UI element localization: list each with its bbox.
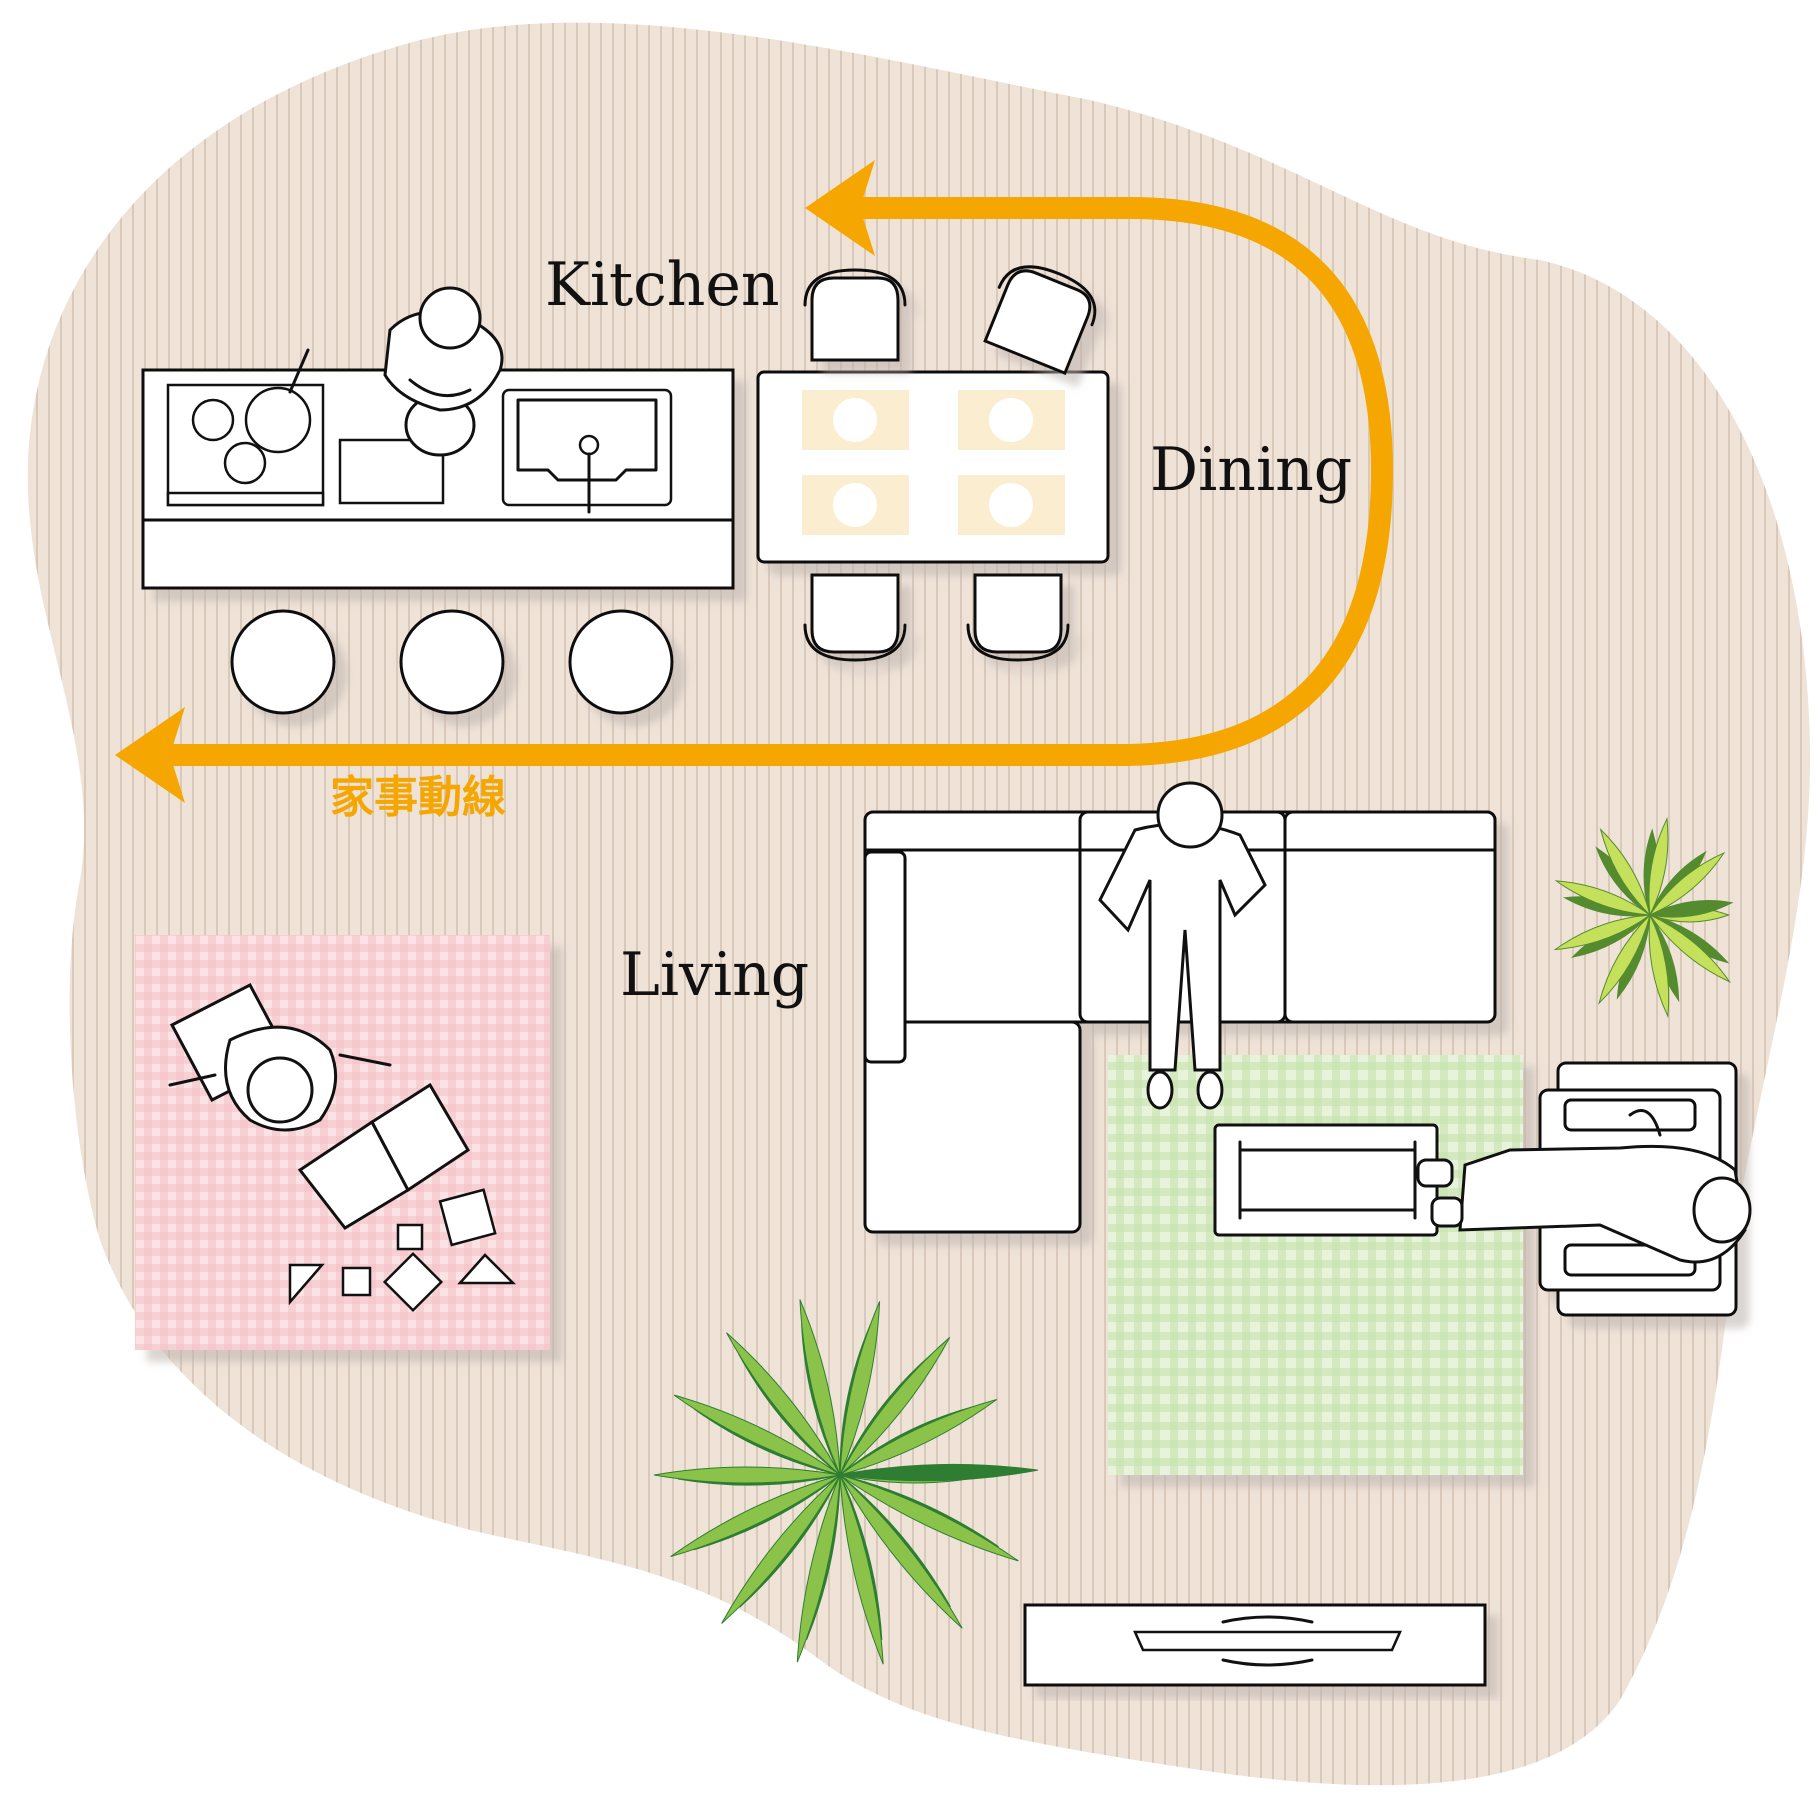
leaf — [1648, 817, 1669, 917]
leaf — [839, 1301, 881, 1476]
leaf — [839, 1399, 998, 1476]
chair — [966, 573, 1070, 662]
chair — [803, 573, 907, 662]
leaf — [721, 1474, 841, 1624]
plate — [989, 483, 1033, 527]
leaf — [653, 1466, 841, 1484]
route-arrowhead — [805, 160, 875, 256]
leaf — [839, 1337, 951, 1476]
living-label: Living — [620, 940, 809, 1010]
chair — [983, 265, 1097, 376]
housework-route — [115, 160, 1394, 803]
child-figure — [168, 982, 392, 1132]
leaf — [839, 1474, 963, 1629]
large-plant — [653, 1299, 1039, 1665]
leaf — [799, 1299, 841, 1476]
kitchen-label: Kitchen — [545, 250, 780, 320]
leaf — [1648, 900, 1734, 918]
place-settings — [802, 390, 1065, 535]
leaf — [1553, 914, 1652, 951]
stove — [166, 348, 325, 507]
leaf — [1598, 913, 1651, 1005]
leaf — [796, 1474, 841, 1663]
route-label: 家事動線 — [330, 772, 506, 823]
picture-book — [297, 1082, 471, 1230]
leaf — [726, 1332, 841, 1476]
small-plant — [1553, 817, 1734, 1019]
dining-chairs — [803, 265, 1097, 662]
leaf — [1648, 913, 1732, 984]
stool — [568, 609, 674, 715]
cook-figure — [383, 286, 504, 457]
dining-label: Dining — [1150, 435, 1352, 505]
tv — [1133, 1615, 1402, 1667]
leaf — [839, 1474, 884, 1665]
leaf — [1599, 827, 1651, 917]
route-line — [170, 197, 1394, 766]
coffee-table — [1213, 1123, 1439, 1237]
leaf — [839, 1463, 1039, 1482]
standing-person — [1098, 781, 1267, 1110]
bar-stools — [230, 609, 674, 715]
leaf — [1648, 913, 1670, 1019]
toy-blocks — [288, 1188, 517, 1313]
leaf — [1648, 851, 1726, 917]
living-rug — [1108, 1055, 1523, 1475]
plate — [833, 398, 877, 442]
plate — [989, 398, 1033, 442]
sink — [501, 388, 673, 514]
plate — [833, 483, 877, 527]
chair — [803, 268, 907, 362]
route-arrowhead — [115, 707, 185, 803]
leaf — [839, 1474, 1019, 1562]
leaf — [670, 1474, 841, 1558]
reclining-person — [1416, 1109, 1752, 1264]
stool — [230, 609, 336, 715]
leaf — [1554, 880, 1652, 916]
stool — [399, 609, 505, 715]
leaf — [673, 1394, 841, 1476]
